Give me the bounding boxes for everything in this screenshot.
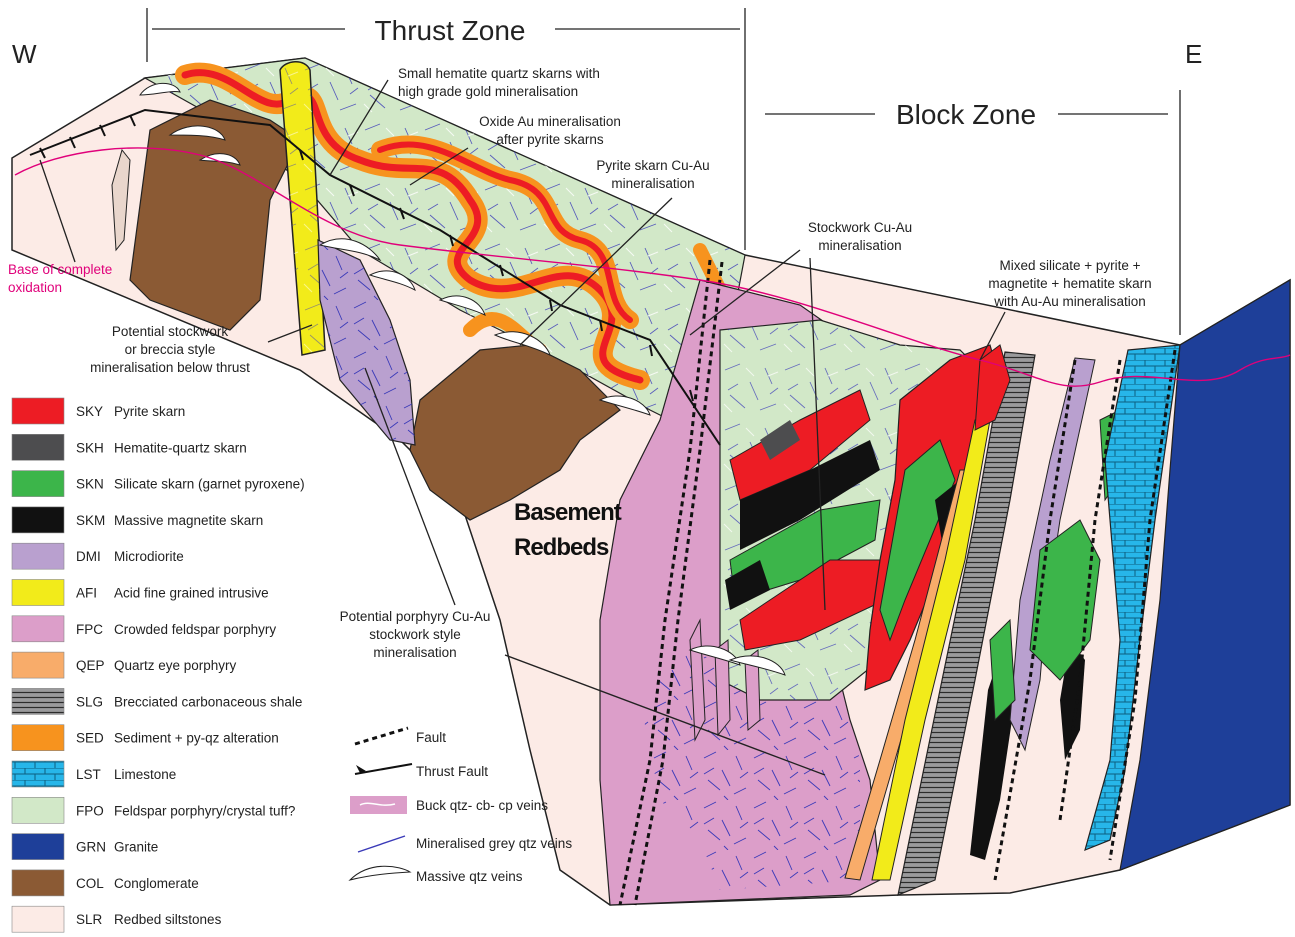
legend-swatch-skn [12, 471, 64, 497]
legend-item-grn: GRN Granite [12, 834, 158, 860]
svg-text:mineralisation: mineralisation [818, 238, 901, 253]
svg-text:or breccia style: or breccia style [125, 342, 216, 357]
massive-vein-symbol: Massive qtz veins [350, 866, 523, 884]
legend-item-skh: SKH Hematite-quartz skarn [12, 434, 247, 460]
legend-item-skn: SKN Silicate skarn (garnet pyroxene) [12, 471, 305, 497]
legend-swatch-slr [12, 906, 64, 932]
legend-swatch-slg [12, 688, 64, 714]
legend-code: QEP [76, 658, 105, 673]
legend-name: Silicate skarn (garnet pyroxene) [114, 477, 305, 492]
legend-code: COL [76, 876, 104, 891]
legend-code: SKM [76, 513, 105, 528]
svg-text:Massive qtz veins: Massive qtz veins [416, 869, 523, 884]
lithology-legend: SKYPyrite skarnSKHHematite-quartz skarnS… [12, 398, 305, 932]
legend-item-slg: SLG Brecciated carbonaceous shale [12, 688, 302, 714]
legend-code: SKH [76, 440, 104, 455]
legend-swatch-qep [12, 652, 64, 678]
west-label: W [12, 39, 37, 69]
svg-text:Oxide Au mineralisation: Oxide Au mineralisation [479, 114, 621, 129]
legend-swatch-fpo [12, 797, 64, 823]
grey-vein-symbol: Mineralised grey qtz veins [358, 836, 572, 852]
legend-swatch-grn [12, 834, 64, 860]
svg-text:high grade gold mineralisation: high grade gold mineralisation [398, 84, 578, 99]
legend-swatch-lst [12, 761, 64, 787]
basement-label-1: Basement [514, 499, 622, 526]
legend-name: Quartz eye porphyry [114, 658, 237, 673]
legend-item-skm: SKM Massive magnetite skarn [12, 507, 263, 533]
legend-item-fpc: FPC Crowded feldspar porphyry [12, 616, 276, 642]
fault-symbol: Fault [355, 728, 446, 745]
legend-swatch-dmi [12, 543, 64, 569]
svg-text:mineralisation: mineralisation [611, 176, 694, 191]
legend-item-lst: LST Limestone [12, 761, 176, 787]
svg-text:oxidation: oxidation [8, 280, 62, 295]
legend-swatch-col [12, 870, 64, 896]
svg-text:Potential stockwork: Potential stockwork [112, 324, 229, 339]
legend-item-dmi: DMI Microdiorite [12, 543, 184, 569]
legend-name: Pyrite skarn [114, 404, 185, 419]
legend-item-slr: SLR Redbed siltstones [12, 906, 222, 932]
legend-swatch-skh [12, 434, 64, 460]
svg-text:Fault: Fault [416, 730, 446, 745]
svg-text:Buck qtz- cb- cp veins: Buck qtz- cb- cp veins [416, 798, 548, 813]
buck-vein-symbol: Buck qtz- cb- cp veins [350, 796, 548, 814]
east-label: E [1185, 39, 1202, 69]
legend-code: SKY [76, 404, 103, 419]
legend-name: Sediment + py-qz alteration [114, 731, 279, 746]
legend-item-sky: SKY Pyrite skarn [12, 398, 185, 424]
svg-text:Base of complete: Base of complete [8, 262, 112, 277]
svg-text:Mixed silicate + pyrite +: Mixed silicate + pyrite + [999, 258, 1140, 273]
svg-text:Mineralised grey qtz veins: Mineralised grey qtz veins [416, 836, 572, 851]
legend-item-qep: QEP Quartz eye porphyry [12, 652, 237, 678]
svg-text:Small hematite quartz skarns w: Small hematite quartz skarns with [398, 66, 600, 81]
legend-code: GRN [76, 840, 106, 855]
legend-swatch-sed [12, 725, 64, 751]
legend-code: SED [76, 731, 104, 746]
legend-name: Acid fine grained intrusive [114, 586, 269, 601]
legend-code: SLG [76, 694, 103, 709]
svg-text:Thrust Fault: Thrust Fault [416, 764, 488, 779]
svg-text:stockwork style: stockwork style [369, 627, 461, 642]
legend-code: FPO [76, 803, 104, 818]
legend-code: AFI [76, 586, 97, 601]
legend-swatch-fpc [12, 616, 64, 642]
svg-text:mineralisation below thrust: mineralisation below thrust [90, 360, 250, 375]
legend-name: Brecciated carbonaceous shale [114, 694, 302, 709]
legend-name: Granite [114, 840, 158, 855]
legend-name: Hematite-quartz skarn [114, 440, 247, 455]
legend-swatch-afi [12, 580, 64, 606]
legend-name: Limestone [114, 767, 176, 782]
legend-swatch-skm [12, 507, 64, 533]
basement-label-2: Redbeds [514, 534, 609, 561]
legend-item-fpo: FPO Feldspar porphyry/crystal tuff? [12, 797, 295, 823]
legend-item-col: COL Conglomerate [12, 870, 199, 896]
legend-code: LST [76, 767, 101, 782]
legend-swatch-sky [12, 398, 64, 424]
svg-text:with Au-Au mineralisation: with Au-Au mineralisation [993, 294, 1146, 309]
legend-item-sed: SED Sediment + py-qz alteration [12, 725, 279, 751]
svg-text:Pyrite skarn Cu-Au: Pyrite skarn Cu-Au [596, 158, 709, 173]
block-zone-title: Block Zone [896, 99, 1036, 130]
legend-name: Crowded feldspar porphyry [114, 622, 276, 637]
thrust-zone-title: Thrust Zone [375, 15, 526, 46]
svg-text:mineralisation: mineralisation [373, 645, 456, 660]
legend-name: Microdiorite [114, 549, 184, 564]
svg-text:Potential porphyry Cu-Au: Potential porphyry Cu-Au [340, 609, 491, 624]
legend-code: SKN [76, 477, 104, 492]
thrust-fault-symbol: Thrust Fault [355, 764, 488, 779]
svg-text:magnetite + hematite skarn: magnetite + hematite skarn [988, 276, 1151, 291]
legend-code: DMI [76, 549, 101, 564]
svg-text:after pyrite skarns: after pyrite skarns [496, 132, 604, 147]
legend-name: Massive magnetite skarn [114, 513, 263, 528]
legend-code: FPC [76, 622, 103, 637]
legend-name: Redbed siltstones [114, 912, 222, 927]
legend-item-afi: AFI Acid fine grained intrusive [12, 580, 269, 606]
legend-name: Conglomerate [114, 876, 199, 891]
svg-text:Stockwork Cu-Au: Stockwork Cu-Au [808, 220, 912, 235]
legend-code: SLR [76, 912, 103, 927]
legend-name: Feldspar porphyry/crystal tuff? [114, 803, 295, 818]
